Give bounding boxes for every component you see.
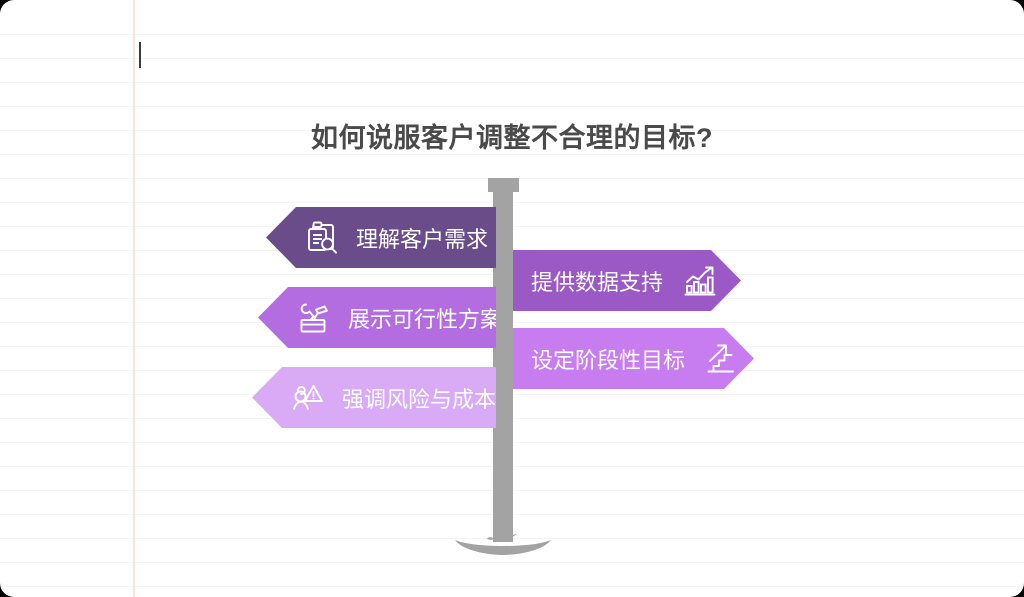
signpost-ground-base (455, 531, 551, 555)
toolbox-icon (292, 297, 334, 339)
sign-left-2[interactable]: 展示可行性方案 (258, 287, 496, 348)
sign-left-2-label: 展示可行性方案 (348, 306, 503, 332)
person-warning-icon (286, 377, 328, 419)
clipboard-search-icon (300, 217, 342, 259)
sign-left-1[interactable]: 理解客户需求 (266, 207, 496, 268)
sign-right-2-label: 设定阶段性目标 (531, 347, 686, 373)
sign-left-1-label: 理解客户需求 (356, 226, 489, 252)
stairs-arrow-icon (701, 338, 743, 380)
sign-left-3-label: 强调风险与成本 (342, 386, 497, 412)
signpost-shaft (493, 190, 513, 542)
page-title: 如何说服客户调整不合理的目标? (311, 123, 713, 153)
signpost-cap (488, 178, 519, 192)
text-cursor[interactable] (139, 42, 141, 68)
sign-right-1[interactable]: 提供数据支持 (513, 250, 741, 311)
sign-right-1-label: 提供数据支持 (531, 269, 664, 295)
sign-left-3[interactable]: 强调风险与成本 (252, 367, 496, 428)
sign-right-2[interactable]: 设定阶段性目标 (513, 328, 754, 389)
notebook-margin-line (133, 0, 135, 597)
bar-chart-growth-icon (679, 260, 721, 302)
